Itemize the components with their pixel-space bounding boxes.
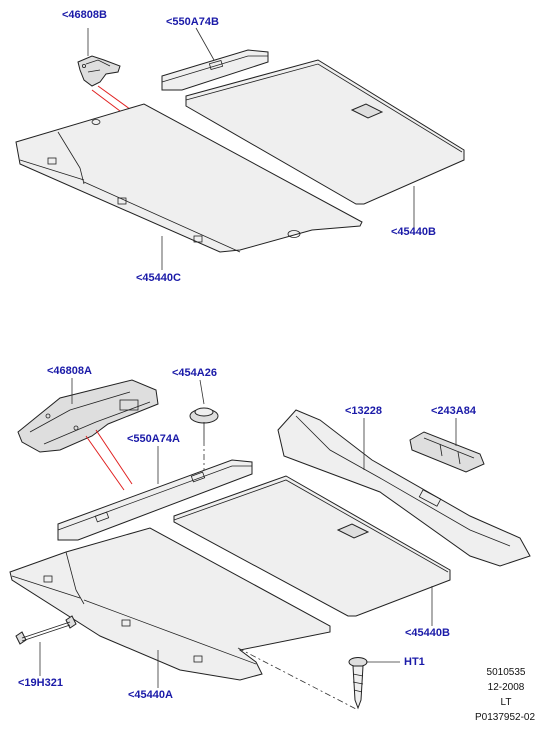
label-45440b-top[interactable]: <45440B	[391, 226, 436, 238]
trim-strip-550a74a-part[interactable]	[57, 459, 253, 541]
fastener-axis-line	[237, 647, 359, 711]
leader-550a74b	[195, 27, 215, 61]
label-19h321[interactable]: <19H321	[18, 677, 63, 689]
diagram-date: 12-2008	[487, 682, 525, 693]
diagram-region: LT	[500, 697, 512, 708]
label-243a84[interactable]: <243A84	[431, 405, 476, 417]
cover-panel-45440b-bottom-part[interactable]	[173, 475, 451, 617]
label-ht1[interactable]: HT1	[404, 656, 425, 668]
label-454a26[interactable]: <454A26	[172, 367, 217, 379]
cover-panel-45440b-part[interactable]	[185, 59, 465, 205]
floor-panel-45440a-part[interactable]	[9, 527, 331, 681]
bracket-46808a-part[interactable]	[17, 379, 159, 453]
label-13228[interactable]: <13228	[345, 405, 383, 417]
alignment-line-bottom-2	[95, 429, 133, 485]
label-46808a[interactable]: <46808A	[47, 365, 92, 377]
alignment-line-top-2	[91, 89, 125, 115]
floor-panel-45440c-part[interactable]	[15, 103, 363, 253]
label-45440a[interactable]: <45440A	[128, 689, 173, 701]
diagram-part-number: P0137952-02	[474, 712, 536, 723]
alignment-line-top-1	[97, 85, 135, 113]
label-550a74b[interactable]: <550A74B	[166, 16, 219, 28]
pin-19h321-part[interactable]	[15, 615, 77, 645]
label-45440c[interactable]: <45440C	[136, 272, 181, 284]
bracket-46808b-part[interactable]	[77, 55, 121, 87]
handle-243a84-part[interactable]	[409, 431, 485, 473]
label-550a74a[interactable]: <550A74A	[127, 433, 180, 445]
label-45440b-bottom[interactable]: <45440B	[405, 627, 450, 639]
leader-454a26	[199, 379, 205, 405]
label-46808b[interactable]: <46808B	[62, 9, 107, 21]
diagram-code: 5010535	[486, 667, 526, 678]
side-trim-13228-part[interactable]	[277, 409, 531, 567]
knob-454a26-part[interactable]	[189, 407, 219, 440]
alignment-line-bottom-1	[85, 435, 125, 491]
fastener-ht1-part[interactable]	[348, 657, 368, 710]
trim-strip-550a74b-part[interactable]	[161, 49, 269, 91]
